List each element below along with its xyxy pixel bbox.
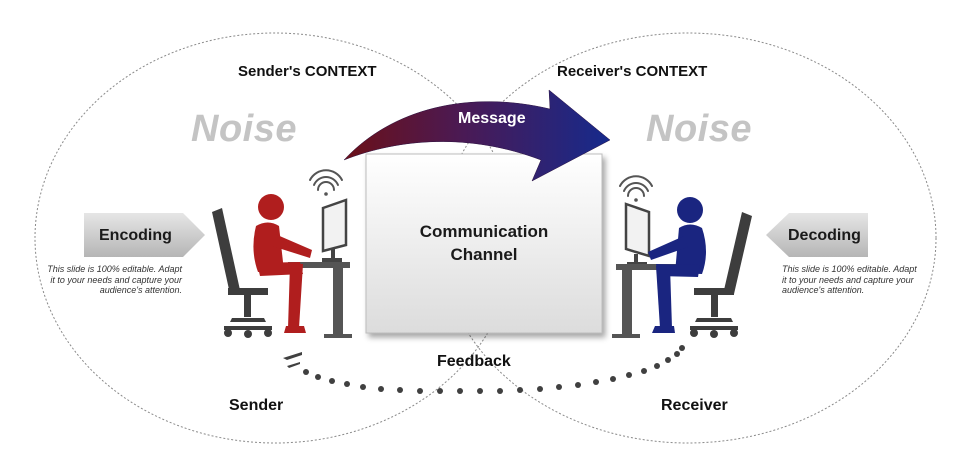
- sender-desk: [288, 262, 350, 268]
- office-chair-icon: [212, 208, 272, 338]
- communication-channel-box: [365, 153, 603, 334]
- receiver-workstation: [612, 175, 752, 338]
- encoding-label: Encoding: [99, 227, 172, 244]
- message-arrow: [343, 89, 611, 182]
- sender-person-icon: [253, 194, 312, 333]
- decoding-tag: [766, 213, 868, 257]
- editable-note-left: This slide is 100% editable. Adapt it to…: [47, 264, 182, 295]
- communication-channel-label: Communication Channel: [374, 220, 594, 266]
- noise-label-left: Noise: [191, 108, 297, 150]
- receiver-label: Receiver: [661, 397, 728, 414]
- channel-line-1: Communication: [419, 222, 549, 241]
- sender-context-label: Sender's CONTEXT: [238, 63, 377, 80]
- feedback-path: [283, 345, 685, 394]
- receiver-desk: [616, 264, 682, 270]
- noise-label-right: Noise: [646, 108, 752, 150]
- computer-monitor-icon: [624, 202, 651, 266]
- decoding-label: Decoding: [788, 227, 861, 244]
- message-label: Message: [458, 110, 526, 127]
- channel-line-2: Channel: [450, 245, 518, 264]
- sender-workstation: [212, 169, 352, 338]
- feedback-label: Feedback: [437, 353, 511, 370]
- wifi-icon: [309, 169, 343, 196]
- sender-label: Sender: [229, 397, 284, 414]
- wifi-icon: [619, 175, 653, 202]
- receiver-person-icon: [648, 197, 706, 333]
- computer-monitor-icon: [321, 198, 348, 262]
- encoding-tag: [84, 213, 205, 257]
- office-chair-icon: [690, 212, 752, 338]
- receiver-context-label: Receiver's CONTEXT: [557, 63, 708, 80]
- editable-note-right: This slide is 100% editable. Adapt it to…: [782, 264, 917, 295]
